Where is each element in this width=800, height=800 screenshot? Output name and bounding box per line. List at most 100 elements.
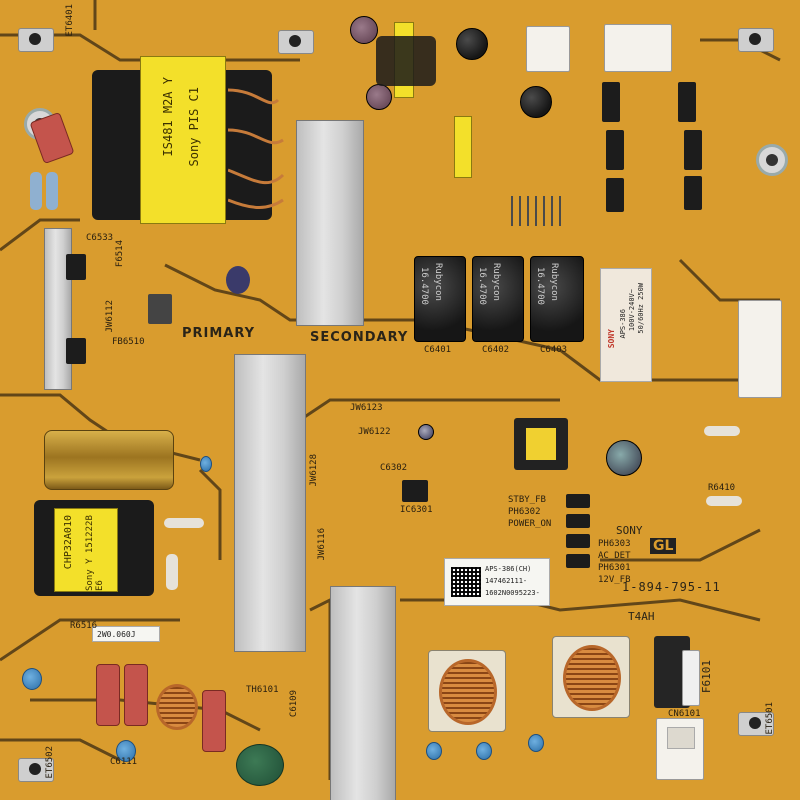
thermistor [236,744,284,786]
ac-input-connector-pin [667,727,695,749]
small-transformer-top [376,36,436,86]
label-et6501: ET6501 [765,702,775,735]
screw-pad-top-center [278,30,314,54]
transistor-5 [684,130,702,170]
capacitor-c6403: Rubycon 16.4700 [530,256,584,342]
label-ph6301: PH6301 [598,563,631,573]
ic6301 [402,480,428,502]
bridge-rectifier [66,254,86,280]
sticker-text: 2W0.060J [97,630,136,639]
label-jw6123: JW6123 [350,403,383,413]
signal-transformer-tape [526,428,556,460]
label-cn6101: CN6101 [668,709,701,719]
label-c6109: C6109 [289,690,299,718]
capacitor-small-5 [606,440,642,476]
screw-pad-bottom-right [738,712,774,736]
optocoupler-ph6301 [566,494,590,508]
label-c6403: C6403 [540,345,568,355]
sony-label-model: APS-386 [619,309,627,339]
primary-heatsink-left [44,228,72,390]
barcode-line2: 147462111- [485,577,528,585]
disc-capacitor-2 [116,740,136,762]
label-stby-fb: STBY_FB [508,495,546,505]
standby-transformer-tape: CHP32A010 Sony Y 151222B E6 [54,508,118,592]
screw-pad-bottom-left [18,758,54,782]
connector-top-2 [604,24,672,72]
barcode-line1: APS-386(CH) [485,565,532,573]
label-c6402: C6402 [482,345,510,355]
optocoupler-ph6303 [566,534,590,548]
label-th6101: TH6101 [246,685,279,695]
label-12v-fb: 12V_FB [598,575,631,585]
inductor-copper [156,684,198,730]
connector-top-1 [526,26,570,72]
capacitor-small-4 [520,86,552,118]
bulk-capacitor [44,430,174,490]
resistor-white-3 [704,426,740,436]
capacitor-small-3 [366,84,392,110]
capacitor-small-6 [418,424,434,440]
sony-safety-label: SONY APS-386 100V-240V~ 50/60Hz 250W [600,268,652,382]
label-c6302: C6302 [380,463,408,473]
film-capacitor-2 [124,664,148,726]
optocoupler-ph6302 [566,514,590,528]
barcode-label: APS-386(CH) 147462111- 1602N0095223- [444,558,550,606]
gl-marking: GL [650,538,677,554]
main-transformer-line2: Sony PIS C1 [187,87,201,167]
resistor-blue-1 [30,172,42,210]
optocoupler-4 [566,554,590,568]
capacitor-c6403-brand: Rubycon [549,263,559,301]
label-fb6510: FB6510 [112,337,145,347]
label-jw6112: JW6112 [105,300,115,333]
disc-capacitor-3 [426,742,442,760]
mounting-hole-right [756,144,788,176]
film-capacitor-3 [202,690,226,752]
fuse-ref: F6101 [700,660,713,694]
heatsink-center [234,354,306,652]
transistor-3 [606,178,624,212]
resistor-white-2 [166,554,178,590]
capacitor-small-1 [350,16,378,44]
capacitor-c6403-value: 16.4700 [535,267,545,305]
capacitor-c6401-brand: Rubycon [433,263,443,301]
label-jw6122: JW6122 [358,427,391,437]
label-c6111: C6111 [110,757,138,767]
disc-capacitor-6 [200,456,212,472]
sony-label-spec2: 50/60Hz 250W [637,283,645,334]
sony-label-spec1: 100V-240V~ [628,289,636,332]
resistor-white-1 [164,518,204,528]
secondary-label: SECONDARY [310,330,409,345]
capacitor-c6401-value: 16.4700 [419,267,429,305]
label-jw6116: JW6116 [317,528,327,561]
resistor-r6410 [706,496,742,506]
ac-input-connector [656,718,704,780]
sony-label-brand: SONY [607,329,616,349]
fuse [682,650,700,706]
capacitor-c6401: Rubycon 16.4700 [414,256,466,342]
main-transformer-tape: IS481 M2A Y Sony PIS C1 [140,56,226,224]
board-brand: SONY [616,524,643,537]
common-mode-choke-2 [552,636,630,718]
fuse-rating: T4AH [628,610,655,623]
label-ic6301: IC6301 [400,505,433,515]
capacitor-c6402: Rubycon 16.4700 [472,256,524,342]
sticker: 2W0.060J [92,626,160,642]
label-ac-det: AC_DET [598,551,631,561]
transistor-4 [678,82,696,122]
common-mode-choke-1 [428,650,506,732]
label-power-on: POWER_ON [508,519,552,529]
label-et6401: ET6401 [65,4,75,37]
main-transformer-line1: IS481 M2A Y [161,77,175,157]
standby-transformer-line2: Sony Y 151222B E6 [85,515,105,591]
label-jw6128: JW6128 [309,454,319,487]
disc-capacitor-1 [22,668,42,690]
film-capacitor-1 [96,664,120,726]
connector-right [738,300,782,398]
disc-capacitor-4 [476,742,492,760]
label-c6533: C6533 [86,233,114,243]
board-part-number: 1-894-795-11 [622,580,721,594]
label-ph6302: PH6302 [508,507,541,517]
screw-pad-top-right [738,28,774,52]
label-et6502: ET6502 [45,746,55,779]
